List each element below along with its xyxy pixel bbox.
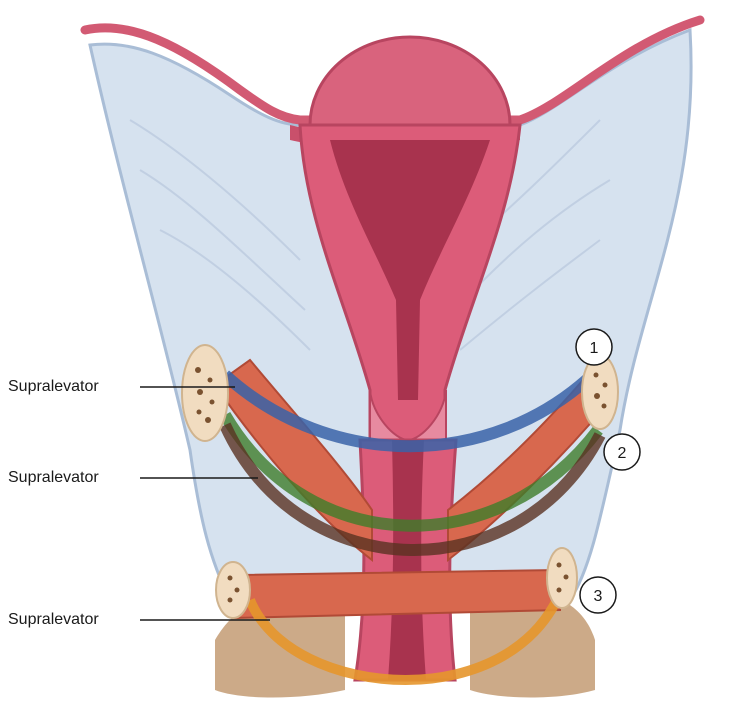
label-supralevator-3: Supralevator (8, 611, 99, 629)
marker-3: 3 (580, 577, 616, 613)
bone-right-upper (582, 355, 618, 429)
marker-2: 2 (604, 434, 640, 470)
lower-muscle-band (235, 570, 560, 618)
marker-1: 1 (576, 329, 612, 365)
label-supralevator-1: Supralevator (8, 378, 99, 396)
bone-left-lower (216, 562, 250, 618)
bone-left-upper (182, 345, 228, 441)
label-supralevator-2: Supralevator (8, 469, 99, 487)
svg-text:2: 2 (618, 445, 627, 462)
svg-text:3: 3 (594, 588, 603, 605)
vaginal-lumen (388, 440, 426, 680)
svg-text:1: 1 (590, 340, 599, 357)
bone-right-lower (547, 548, 577, 608)
